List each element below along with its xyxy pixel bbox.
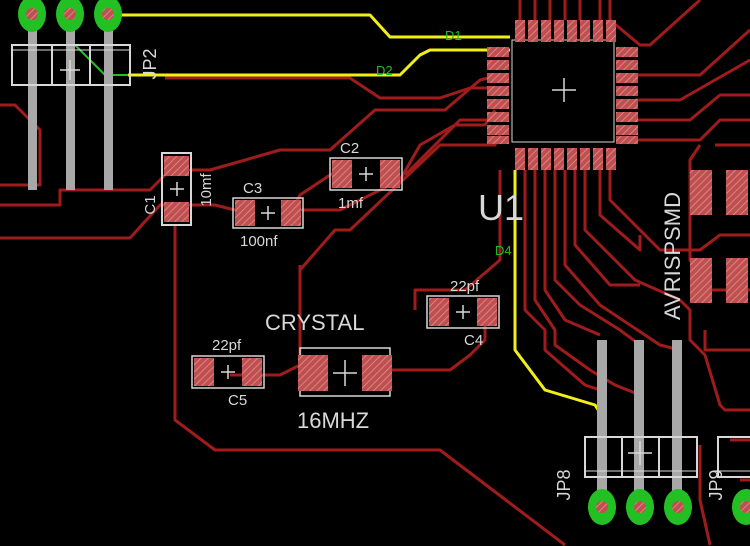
via-pad bbox=[94, 0, 122, 32]
crystal-name: CRYSTAL bbox=[265, 310, 364, 335]
c5-value: 22pf bbox=[212, 337, 242, 354]
crystal: CRYSTAL 16MHZ bbox=[265, 310, 392, 433]
trace bbox=[0, 103, 42, 187]
c5-ref: C5 bbox=[228, 392, 247, 409]
trace bbox=[403, 118, 495, 177]
via-pad bbox=[664, 489, 692, 525]
trace bbox=[635, 93, 750, 122]
via-pad bbox=[18, 0, 46, 32]
jp2-label: JP2 bbox=[140, 48, 160, 79]
u1-pads-left bbox=[487, 47, 509, 144]
c3-capacitor: C3 100nf bbox=[232, 180, 304, 250]
u1-pads-top bbox=[515, 20, 616, 42]
trace bbox=[173, 225, 566, 546]
trace-d1 bbox=[115, 13, 510, 39]
trace-d2 bbox=[128, 48, 510, 77]
trace bbox=[533, 170, 641, 397]
u1-label: U1 bbox=[478, 187, 524, 228]
trace bbox=[523, 170, 601, 392]
c4-value: 22pf bbox=[450, 278, 480, 295]
c3-ref: C3 bbox=[243, 180, 262, 197]
jp9-header: JP9 bbox=[706, 436, 750, 525]
jp8-header: JP8 bbox=[554, 340, 698, 525]
u1-pads-right bbox=[616, 47, 638, 144]
trace bbox=[180, 73, 501, 172]
trace bbox=[563, 170, 681, 352]
trace bbox=[165, 76, 500, 100]
trace bbox=[608, 0, 702, 47]
c4-ref: C4 bbox=[464, 332, 483, 349]
trace bbox=[698, 445, 712, 546]
c4-capacitor: 22pf C4 bbox=[426, 278, 500, 349]
net-label-d4: D4 bbox=[495, 243, 512, 258]
trace bbox=[635, 28, 750, 77]
c1-value: 10mf bbox=[198, 173, 215, 207]
u1-pads-bottom bbox=[515, 148, 616, 170]
c2-ref: C2 bbox=[340, 140, 359, 157]
trace bbox=[635, 118, 750, 142]
c5-capacitor: 22pf C5 bbox=[191, 337, 265, 409]
jp9-label: JP9 bbox=[706, 469, 726, 500]
trace bbox=[583, 170, 750, 412]
via-pad bbox=[626, 489, 654, 525]
via-pad bbox=[732, 489, 750, 525]
trace bbox=[553, 170, 641, 347]
c1-ref: C1 bbox=[142, 195, 159, 214]
avrisp-label: AVRISPSMD bbox=[660, 192, 685, 320]
avrisp-connector: AVRISPSMD bbox=[660, 170, 748, 320]
u1-chip: U1 bbox=[478, 20, 638, 228]
via-pad bbox=[56, 0, 84, 32]
crystal-value: 16MHZ bbox=[297, 408, 369, 433]
trace bbox=[635, 58, 750, 102]
trace bbox=[300, 109, 497, 212]
c3-value: 100nf bbox=[240, 233, 278, 250]
trace bbox=[385, 325, 487, 372]
c2-value: 1mf bbox=[338, 195, 364, 212]
trace bbox=[608, 170, 750, 252]
jp8-label: JP8 bbox=[554, 469, 574, 500]
jp2-header: JP2 bbox=[11, 0, 160, 190]
via-pad bbox=[588, 489, 616, 525]
c2-capacitor: C2 1mf bbox=[329, 140, 403, 212]
trace bbox=[598, 170, 642, 252]
trace bbox=[413, 170, 502, 310]
net-label-d1: D1 bbox=[445, 28, 462, 43]
trace bbox=[543, 170, 601, 337]
trace bbox=[0, 173, 167, 207]
net-label-d2: D2 bbox=[376, 63, 393, 78]
c1-capacitor: C1 10mf bbox=[142, 152, 215, 226]
trace bbox=[573, 170, 640, 287]
trace bbox=[703, 330, 750, 352]
